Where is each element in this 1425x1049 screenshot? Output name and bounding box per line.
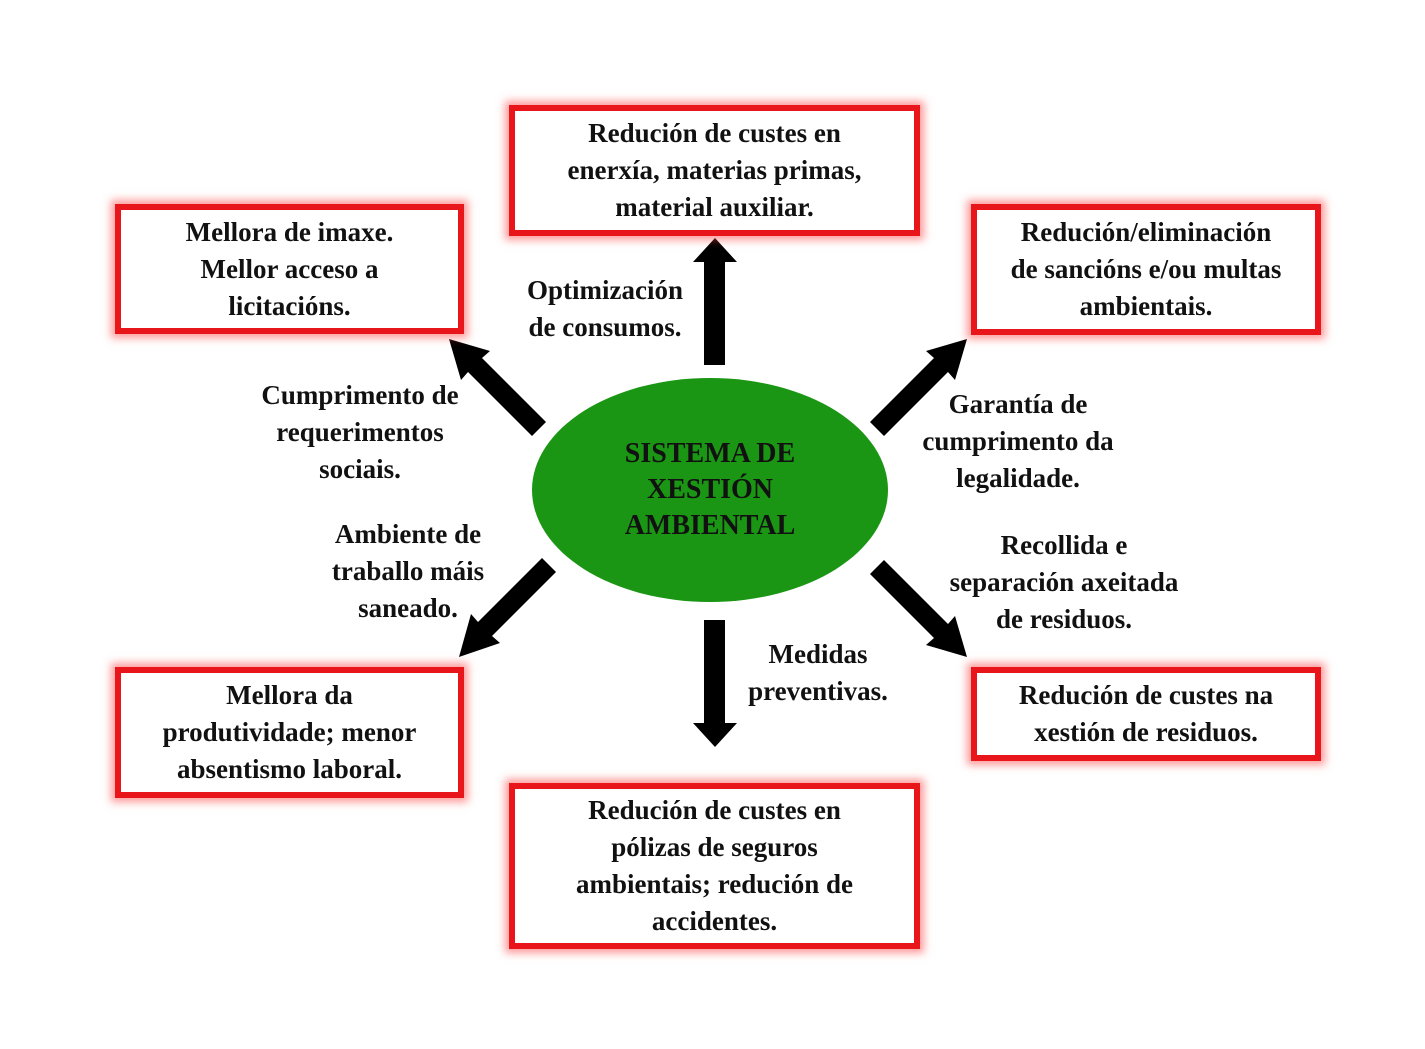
label-text: cumprimento da — [922, 426, 1114, 456]
benefit-text: Mellor acceso a — [200, 253, 379, 284]
label-down-right: Recollida e separación axeitada de resid… — [924, 527, 1204, 638]
benefit-text: pólizas de seguros — [611, 832, 818, 862]
benefit-text: enerxía, materias primas, — [567, 155, 862, 185]
label-text: separación axeitada — [949, 567, 1179, 597]
benefit-box-top-right: Redución/eliminación de sancións e/ou mu… — [971, 204, 1321, 335]
benefit-text: produtividade; menor — [162, 717, 417, 747]
benefit-text: Mellora da — [226, 680, 353, 710]
label-text: Garantía de — [948, 389, 1088, 419]
label-down-left: Ambiente de traballo máis saneado. — [303, 516, 513, 627]
benefit-text: licitacións. — [228, 290, 351, 321]
benefit-box-top-left: Mellora de imaxe. Mellor acceso a licita… — [115, 204, 464, 334]
label-text: Medidas — [768, 639, 868, 669]
arrow-up-left — [449, 339, 546, 436]
label-text: de residuos. — [995, 604, 1133, 634]
benefit-text: ambientais. — [1079, 291, 1213, 321]
label-down: Medidas preventivas. — [728, 636, 908, 710]
label-text: Optimización — [527, 275, 683, 305]
benefit-box-top: Redución de custes en enerxía, materias … — [509, 105, 920, 236]
label-text: legalidade. — [956, 463, 1080, 493]
benefit-text: Redución de custes en — [588, 118, 841, 148]
arrow-up — [693, 238, 737, 365]
arrow-down-left — [459, 558, 556, 657]
benefit-box-bottom: Redución de custes en pólizas de seguros… — [509, 783, 920, 949]
benefit-text: xestión de residuos. — [1034, 717, 1258, 747]
label-text: sociais. — [319, 454, 401, 484]
benefit-text: Redución de custes na — [1018, 680, 1274, 710]
label-text: traballo máis — [331, 556, 485, 586]
label-text: Recollida e — [1000, 530, 1128, 560]
benefit-text: Redución de custes en — [588, 795, 841, 825]
benefit-text: accidentes. — [651, 906, 778, 936]
benefit-text: ambientais; redución de — [575, 869, 853, 899]
benefit-text: de sancións e/ou multas — [1010, 254, 1282, 284]
arrow-up-right — [870, 339, 967, 436]
label-text: requerimentos — [276, 417, 444, 447]
label-up: Optimización de consumos. — [500, 272, 710, 346]
label-text: Ambiente de — [334, 519, 482, 549]
benefit-text: absentismo laboral. — [176, 754, 403, 784]
label-text: de consumos. — [528, 312, 682, 342]
benefit-box-bottom-left: Mellora da produtividade; menor absentis… — [115, 667, 464, 798]
benefit-box-bottom-right: Redución de custes na xestión de residuo… — [971, 667, 1321, 761]
label-up-left: Cumprimento de requerimentos sociais. — [235, 377, 485, 488]
label-text: saneado. — [358, 593, 458, 623]
center-line-1: SISTEMA DE — [624, 438, 796, 469]
label-up-right: Garantía de cumprimento da legalidade. — [898, 386, 1138, 497]
arrow-down — [693, 620, 737, 747]
benefit-text: material auxiliar. — [615, 192, 814, 222]
center-line-3: AMBIENTAL — [624, 510, 796, 541]
benefit-text: Mellora de imaxe. — [185, 216, 394, 247]
central-ellipse: SISTEMA DE XESTIÓN AMBIENTAL — [532, 378, 888, 602]
label-text: Cumprimento de — [261, 380, 459, 410]
benefit-text: Redución/eliminación — [1020, 217, 1272, 247]
center-line-2: XESTIÓN — [646, 474, 774, 505]
label-text: preventivas. — [748, 676, 888, 706]
arrow-down-right — [870, 560, 967, 657]
